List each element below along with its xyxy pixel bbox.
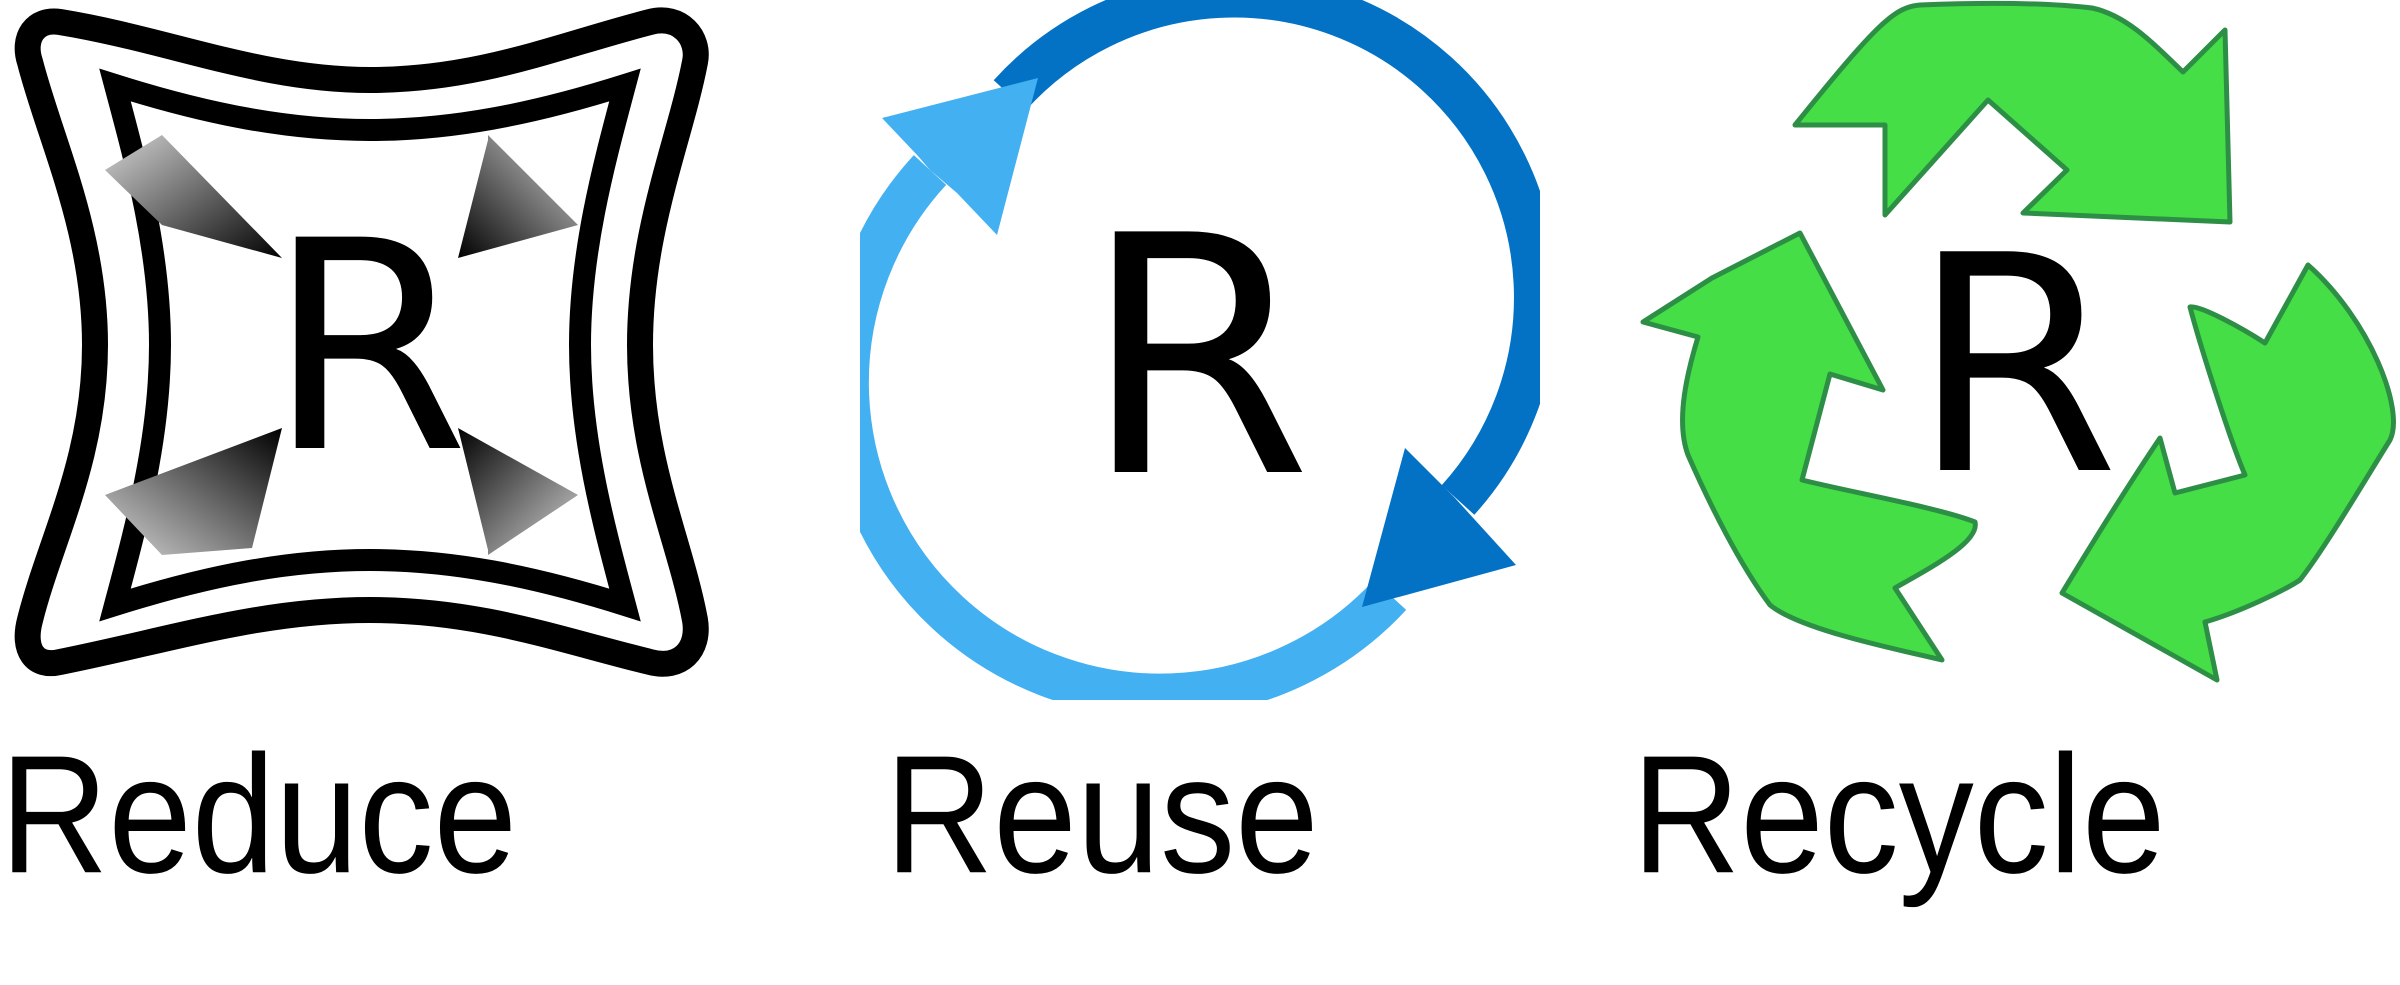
reduce-letter: R	[267, 180, 469, 517]
arrow-head-light-icon	[882, 78, 1038, 235]
reuse-caption: Reuse	[885, 719, 1319, 909]
light-arc	[860, 155, 1407, 700]
arrow-top-left-icon	[105, 135, 282, 258]
reduce-caption: Reduce	[0, 719, 518, 909]
arrow-bottom-left-icon	[105, 428, 282, 555]
reuse-letter: R	[1082, 166, 1311, 550]
arrow-bottom-right-icon	[458, 428, 578, 555]
arrow-top-right-icon	[458, 135, 578, 258]
inner-frame	[99, 68, 641, 622]
recycle-arrow-top-icon	[1792, 0, 2233, 225]
recycle-arrow-right-icon	[2059, 262, 2396, 683]
arrow-head-dark-icon	[1362, 448, 1516, 607]
recycle-letter: R	[1911, 192, 2119, 541]
reduce-icon: R	[14, 7, 709, 677]
recycle-caption: Recycle	[1632, 719, 2166, 909]
reuse-icon: R	[860, 0, 1540, 700]
recycle-icon: R	[1640, 0, 2396, 683]
recycle-arrow-left-icon	[1640, 230, 1978, 663]
outer-frame	[14, 7, 709, 677]
dark-arc	[993, 0, 1540, 515]
